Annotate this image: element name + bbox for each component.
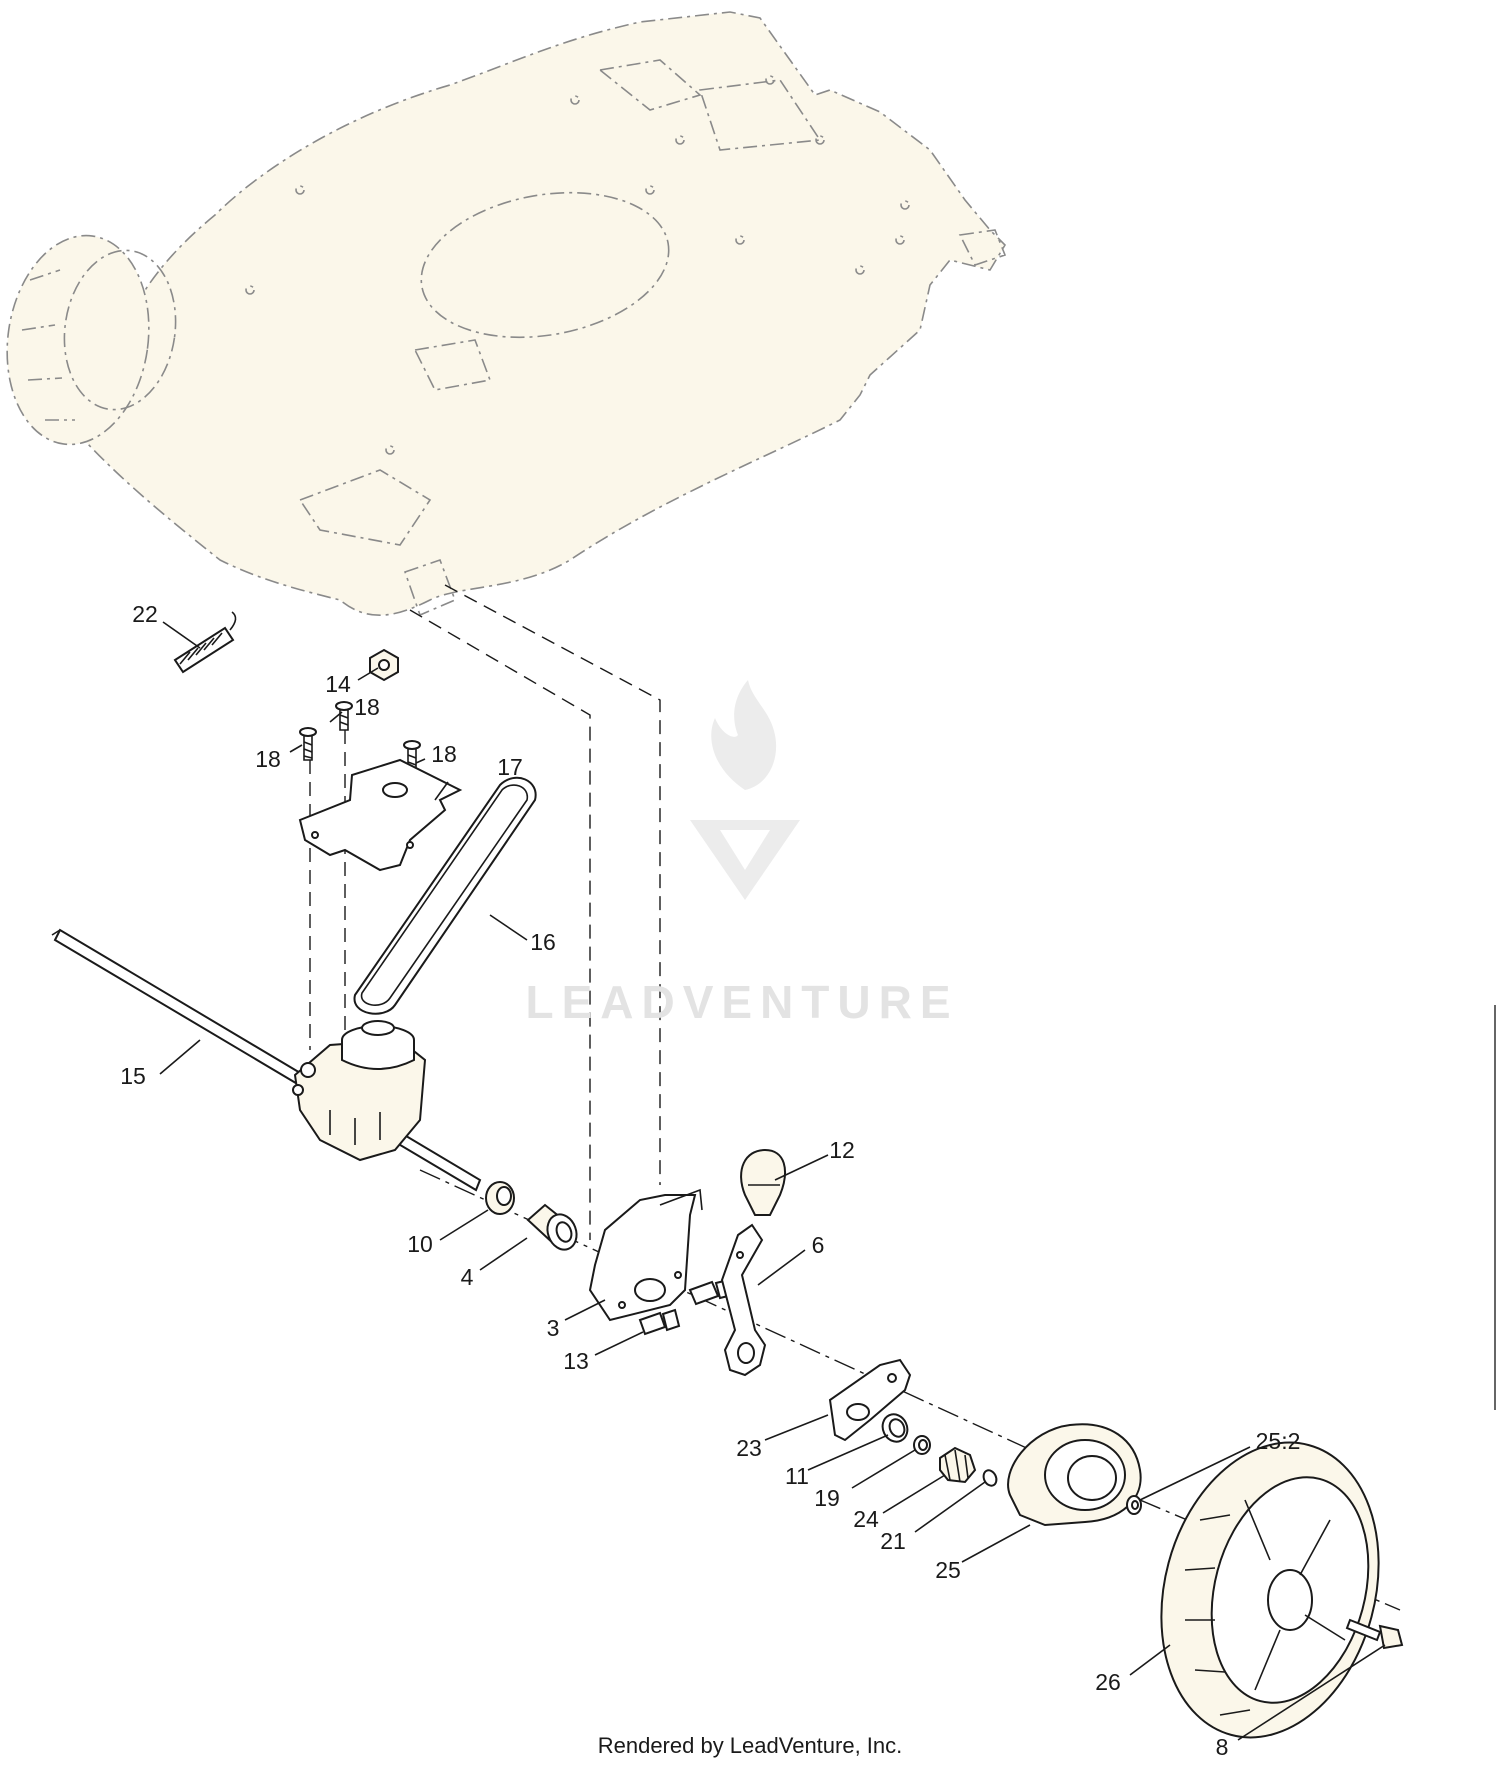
callout-12: 12 — [829, 1137, 855, 1163]
callout-23: 23 — [736, 1435, 762, 1461]
callout-6: 6 — [812, 1232, 825, 1258]
drive-belt-part — [353, 776, 537, 1015]
nut-part — [369, 648, 399, 682]
chevron-v-icon — [690, 820, 800, 900]
hub-washer-part — [1126, 1495, 1142, 1515]
height-knob-part — [740, 1148, 786, 1216]
callout-8: 8 — [1216, 1734, 1229, 1760]
callout-21: 21 — [880, 1528, 906, 1554]
bearing-part — [526, 1203, 578, 1251]
rear-wheel-ghost — [6, 234, 177, 446]
callout-14: 14 — [325, 671, 351, 697]
callout-labels: 22 14 18 18 18 17 16 15 12 10 6 4 3 13 2… — [120, 601, 1300, 1760]
leader-lines — [159, 621, 1386, 1741]
screw-parts — [299, 701, 421, 773]
callout-3: 3 — [547, 1315, 560, 1341]
callout-4: 4 — [461, 1264, 474, 1290]
footer-credit: Rendered by LeadVenture, Inc. — [598, 1733, 903, 1758]
pivot-plate-part — [828, 1358, 912, 1442]
transmission-part — [292, 1020, 427, 1162]
alignment-lines — [309, 584, 1401, 1611]
callout-26: 26 — [1095, 1669, 1121, 1695]
callout-22: 22 — [132, 601, 158, 627]
callout-18-top: 18 — [354, 694, 380, 720]
mower-deck-ghost — [73, 11, 1007, 617]
retaining-ring-part — [982, 1469, 998, 1487]
callout-18-left: 18 — [255, 746, 281, 772]
wheel-bolt-part — [1345, 1618, 1404, 1650]
callout-10: 10 — [407, 1231, 433, 1257]
spring-part — [173, 611, 237, 674]
callout-17: 17 — [497, 754, 523, 780]
gear-part — [939, 1446, 977, 1484]
height-bracket-part — [588, 1188, 703, 1322]
bushing-part — [485, 1181, 515, 1215]
callout-15: 15 — [120, 1063, 146, 1089]
belt-guard-part — [298, 758, 463, 872]
callout-24: 24 — [853, 1506, 879, 1532]
hub-cover-part — [1007, 1423, 1142, 1527]
watermark-text: LEADVENTURE — [525, 976, 958, 1028]
callout-19: 19 — [814, 1485, 840, 1511]
spacer-part — [913, 1435, 931, 1455]
watermark-logo: LEADVENTURE — [525, 680, 958, 1028]
callout-11: 11 — [785, 1463, 809, 1489]
washer-part — [881, 1413, 909, 1443]
callout-16: 16 — [530, 929, 556, 955]
callout-13: 13 — [563, 1348, 589, 1374]
height-lever-part — [720, 1223, 767, 1377]
flame-icon — [711, 680, 777, 790]
callout-18-right: 18 — [431, 741, 457, 767]
callout-25-2: 25:2 — [1256, 1428, 1301, 1454]
callout-25: 25 — [935, 1557, 961, 1583]
front-wheel-part — [1160, 1441, 1380, 1739]
